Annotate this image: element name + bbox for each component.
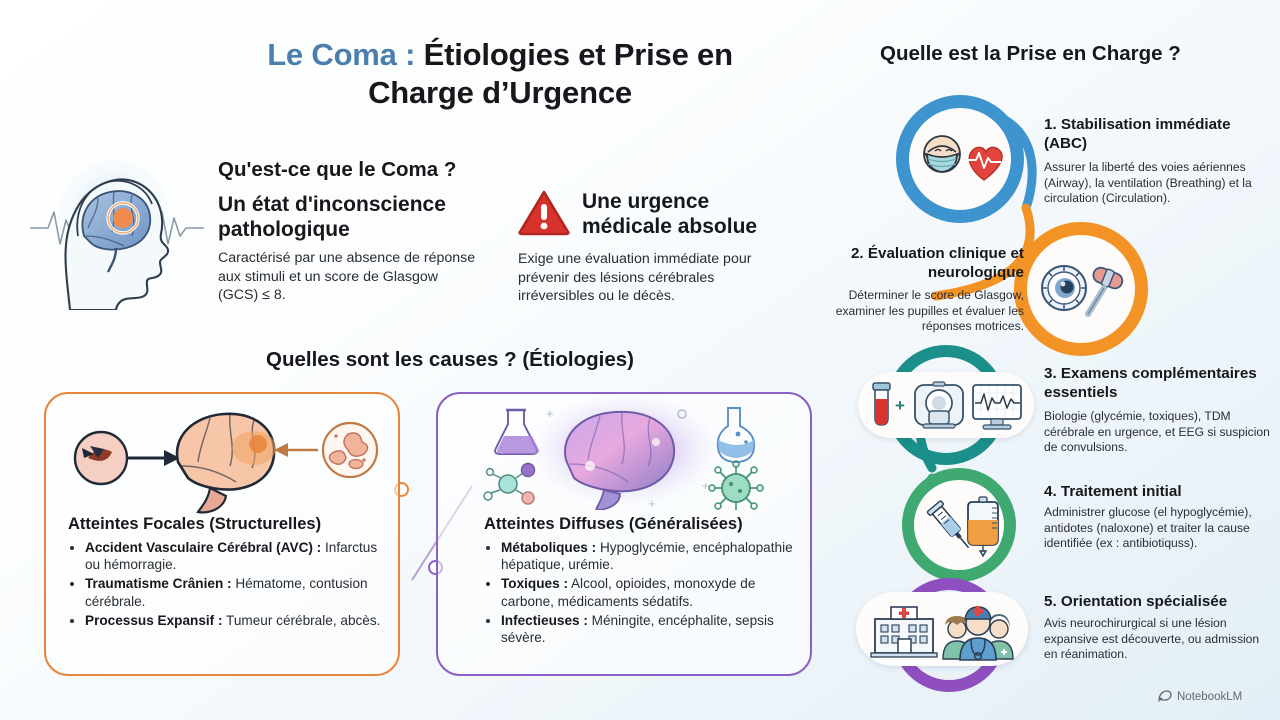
- management-section-heading: Quelle est la Prise en Charge ?: [880, 42, 1181, 65]
- warning-triangle-icon: [518, 188, 570, 236]
- list-item: Processus Expansif : Tumeur cérébrale, a…: [85, 612, 395, 629]
- syringe-ivbag-icon: [922, 492, 1002, 558]
- page-title: Le Coma : Étiologies et Prise en Charge …: [180, 36, 820, 112]
- watermark-label: NotebookLM: [1177, 690, 1243, 703]
- list-item: Métaboliques : Hypoglycémie, encéphalopa…: [501, 539, 793, 574]
- urgency-body: Exige une évaluation immédiate pour prév…: [518, 251, 752, 305]
- svg-text:+: +: [648, 496, 656, 510]
- notebooklm-logo-icon: [1158, 690, 1172, 702]
- diffuse-card-list: Métaboliques : Hypoglycémie, encéphalopa…: [484, 539, 793, 648]
- list-item: Traumatisme Crânien : Hématome, contusio…: [85, 575, 395, 610]
- step-4-body: Administrer glucose (el hypoglycémie), a…: [1044, 505, 1252, 551]
- intro-question: Qu'est-ce que le Coma ?: [218, 158, 457, 181]
- brain-lesion-diagram-icon: [60, 396, 382, 514]
- page-title-rest: Étiologies et Prise en: [415, 37, 733, 72]
- hospital-medical-team-icon: [870, 606, 1014, 661]
- step-1-heading: 1. Stabilisation immédiate (ABC): [1044, 116, 1231, 152]
- list-item: Accident Vasculaire Cérébral (AVC) : Inf…: [85, 539, 395, 574]
- step-3-body: Biologie (glycémie, toxiques), TDM céréb…: [1044, 409, 1270, 455]
- svg-text:+: +: [702, 479, 709, 493]
- step-5-icon-pill: [856, 592, 1028, 666]
- definition-body: Caractérisé par une absence de réponse a…: [218, 250, 476, 304]
- page-title-line2: Charge d’Urgence: [368, 74, 632, 110]
- step-2-heading: 2. Évaluation clinique et neurologique: [850, 245, 1024, 281]
- focal-card-title: Atteintes Focales (Structurelles): [68, 515, 322, 533]
- step-3-icon-pill: +: [858, 372, 1034, 438]
- svg-text:+: +: [546, 406, 554, 421]
- focal-card-list: Accident Vasculaire Cérébral (AVC) : Inf…: [68, 539, 395, 630]
- svg-text:·: ·: [500, 448, 503, 459]
- eye-reflex-hammer-icon: [1034, 258, 1130, 320]
- causes-section-heading: Quelles sont les causes ? (Étiologies): [266, 348, 634, 371]
- step-2-body: Déterminer le score de Glasgow, examiner…: [835, 288, 1024, 334]
- diffuse-card-title: Atteintes Diffuses (Généralisées): [484, 515, 743, 533]
- mask-face-heartbeat-icon: [918, 130, 1004, 186]
- urgency-heading: Une urgence médicale absolue: [582, 190, 758, 239]
- page-title-accent: Le Coma :: [267, 37, 416, 72]
- definition-heading: Un état d'inconscience pathologique: [218, 193, 446, 242]
- notebooklm-watermark: NotebookLM: [1158, 690, 1242, 703]
- bloodtube-ctscan-ecg-icon: +: [872, 381, 1022, 430]
- step-4-heading: 4. Traitement initial: [1044, 483, 1182, 500]
- step-5-body: Avis neurochirurgical si une lésion expa…: [1044, 616, 1260, 662]
- step-1-body: Assurer la liberté des voies aériennes (…: [1044, 160, 1252, 206]
- svg-text:+: +: [895, 396, 905, 415]
- brain-metabolic-toxins-icon: + + + ·: [470, 392, 780, 511]
- list-item: Toxiques : Alcool, opioides, monoxyde de…: [501, 575, 793, 610]
- step-5-heading: 5. Orientation spécialisée: [1044, 593, 1228, 610]
- head-brain-eeg-icon: [28, 140, 208, 312]
- step-3-heading: 3. Examens complémentaires essentiels: [1044, 365, 1257, 401]
- list-item: Infectieuses : Méningite, encéphalite, s…: [501, 612, 793, 647]
